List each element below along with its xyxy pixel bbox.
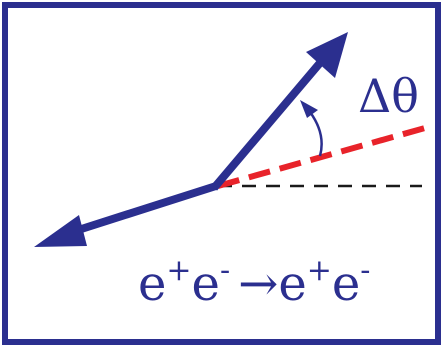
reaction-e1: e xyxy=(138,256,166,312)
reaction-minus-1: - xyxy=(220,253,230,288)
incoming-arrowhead xyxy=(34,215,87,247)
angle-arc-arrowhead xyxy=(300,100,318,118)
reaction-arrow: → xyxy=(238,256,278,312)
incoming-track xyxy=(70,182,218,236)
outgoing-arrowhead xyxy=(306,32,348,78)
angle-arc xyxy=(308,111,323,157)
outgoing-track xyxy=(210,54,329,191)
red-dashed-line xyxy=(217,125,426,189)
diagram-frame xyxy=(2,2,441,345)
reaction-plus-1: + xyxy=(166,253,191,288)
reaction-minus-2: - xyxy=(360,253,370,288)
reaction-e4: e xyxy=(332,256,360,312)
reaction-plus-2: + xyxy=(307,253,332,288)
angle-label: Δθ xyxy=(358,69,419,123)
reaction-label: e+e-→e+e- xyxy=(138,253,370,312)
reaction-e3: e xyxy=(278,256,306,312)
reaction-e2: e xyxy=(192,256,220,312)
